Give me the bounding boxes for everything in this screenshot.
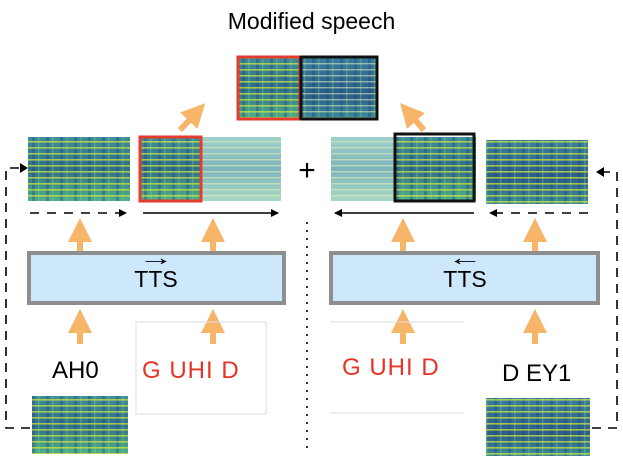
right-tts-label: TTS bbox=[443, 266, 487, 292]
right-tts-box bbox=[329, 251, 600, 305]
right-tts-arrow-glyph: ← bbox=[447, 245, 483, 270]
left-red-highlight bbox=[138, 135, 203, 203]
left-feedback-arrowhead bbox=[20, 163, 28, 173]
modified-black-highlight bbox=[299, 55, 379, 121]
right-feedback-dashed-path bbox=[592, 171, 618, 429]
left-target-phone-box bbox=[135, 321, 267, 415]
right-feedback-arrowhead bbox=[596, 167, 604, 177]
bottom-left-spectrogram bbox=[32, 396, 128, 454]
plus-sign: + bbox=[298, 154, 316, 187]
title: Modified speech bbox=[227, 8, 396, 34]
right-target-phones: G UHI D bbox=[342, 354, 440, 381]
left-to-modified-arrow bbox=[177, 103, 206, 133]
modified-speech-spectrogram bbox=[236, 55, 379, 121]
left-feedback-dashed-path bbox=[5, 167, 30, 429]
left-generated-spectrogram bbox=[138, 135, 281, 203]
right-generated-spectrogram bbox=[331, 132, 476, 203]
left-tts-label: TTS bbox=[134, 266, 178, 292]
right-to-modified-arrow bbox=[400, 103, 427, 132]
right-black-highlight bbox=[393, 132, 476, 203]
bottom-right-spectrogram bbox=[486, 398, 590, 456]
right-context-phone: D EY1 bbox=[502, 360, 572, 387]
left-context-spectrogram bbox=[28, 137, 130, 201]
right-context-spectrogram bbox=[486, 140, 588, 204]
left-tts-arrow-glyph: → bbox=[138, 245, 174, 270]
left-context-phone: AH0 bbox=[52, 357, 99, 384]
left-target-phones: G UHI D bbox=[142, 357, 240, 384]
left-tts-box bbox=[27, 251, 286, 305]
